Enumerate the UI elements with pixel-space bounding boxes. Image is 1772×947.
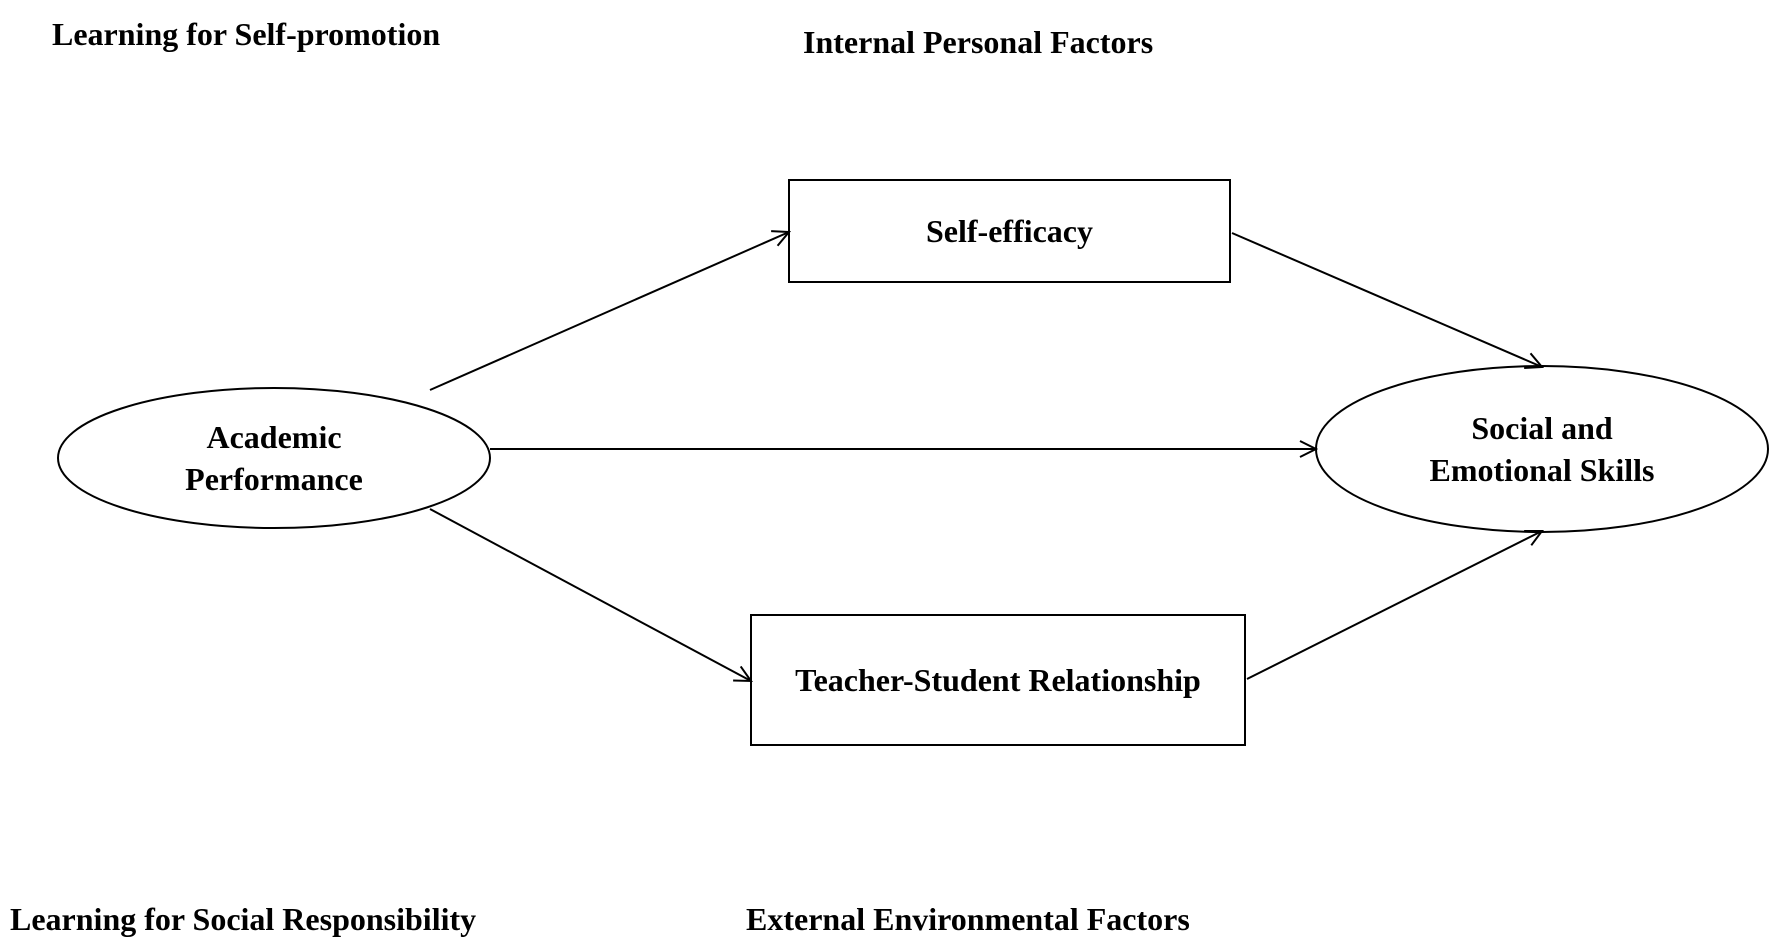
label-learning-social-responsibility: Learning for Social Responsibility [10, 901, 477, 937]
node-academic-performance-line2: Performance [185, 461, 363, 497]
label-learning-self-promotion: Learning for Self-promotion [52, 16, 441, 52]
edge-teacher-student-to-sek [1246, 531, 1542, 680]
node-academic-performance-shape [57, 387, 491, 529]
node-academic-performance-line1: Academic [206, 419, 342, 455]
label-internal-personal-factors: Internal Personal Factors [803, 24, 1154, 60]
edge-ap-to-self-efficacy [429, 232, 789, 391]
edge-ap-to-teacher-student [429, 508, 751, 681]
node-teacher-student-relationship: Teacher-Student Relationship [751, 615, 1245, 745]
node-academic-performance: Academic Performance [58, 388, 490, 528]
node-social-emotional-line1: Social and [1471, 410, 1613, 446]
node-self-efficacy-label: Self-efficacy [925, 213, 1093, 249]
node-self-efficacy: Self-efficacy [789, 180, 1230, 282]
label-external-environmental-factors: External Environmental Factors [746, 901, 1190, 937]
node-social-emotional-skills: Social and Emotional Skills [1316, 366, 1768, 532]
node-teacher-student-label: Teacher-Student Relationship [795, 662, 1201, 698]
node-self-efficacy-shape [788, 179, 1231, 283]
node-social-emotional-line2: Emotional Skills [1429, 452, 1655, 488]
edge-self-efficacy-to-sek [1231, 232, 1542, 367]
